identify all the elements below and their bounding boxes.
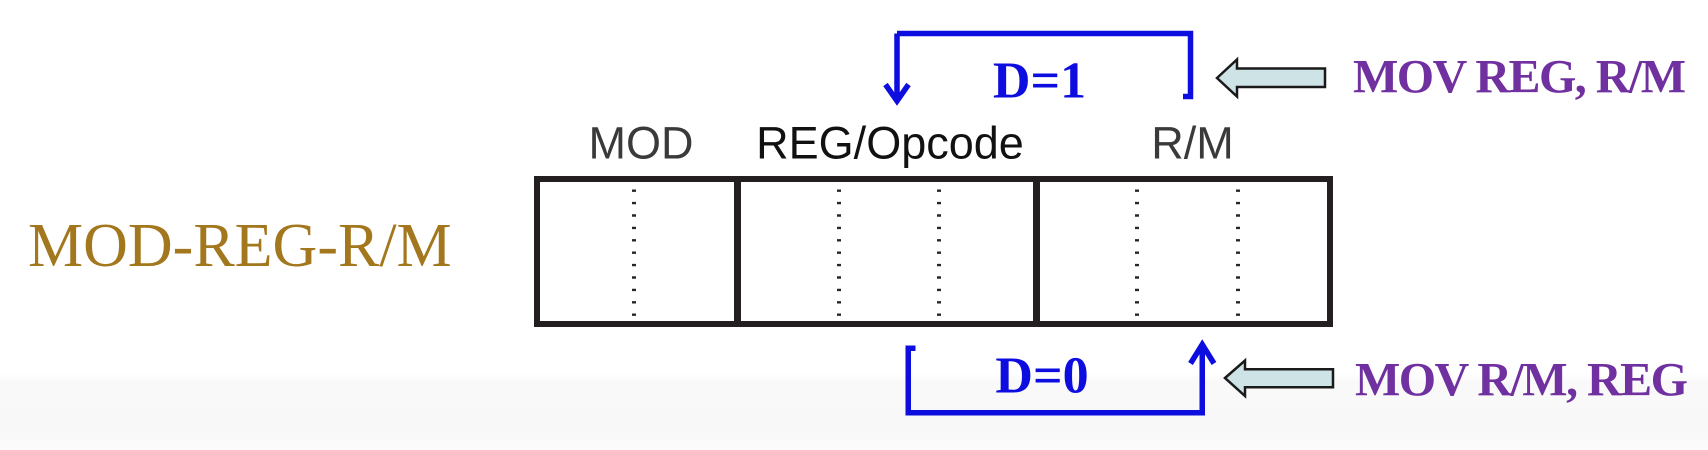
svg-text:MOD: MOD (589, 118, 694, 169)
svg-text:MOD-REG-R/M: MOD-REG-R/M (28, 212, 452, 280)
svg-text:D=1: D=1 (993, 53, 1086, 110)
svg-text:R/M: R/M (1151, 118, 1234, 169)
svg-text:REG/Opcode: REG/Opcode (756, 118, 1024, 169)
svg-text:D=0: D=0 (995, 348, 1088, 405)
svg-text:MOV REG, R/M: MOV REG, R/M (1353, 51, 1686, 104)
svg-text:MOV R/M, REG: MOV R/M, REG (1355, 354, 1688, 407)
